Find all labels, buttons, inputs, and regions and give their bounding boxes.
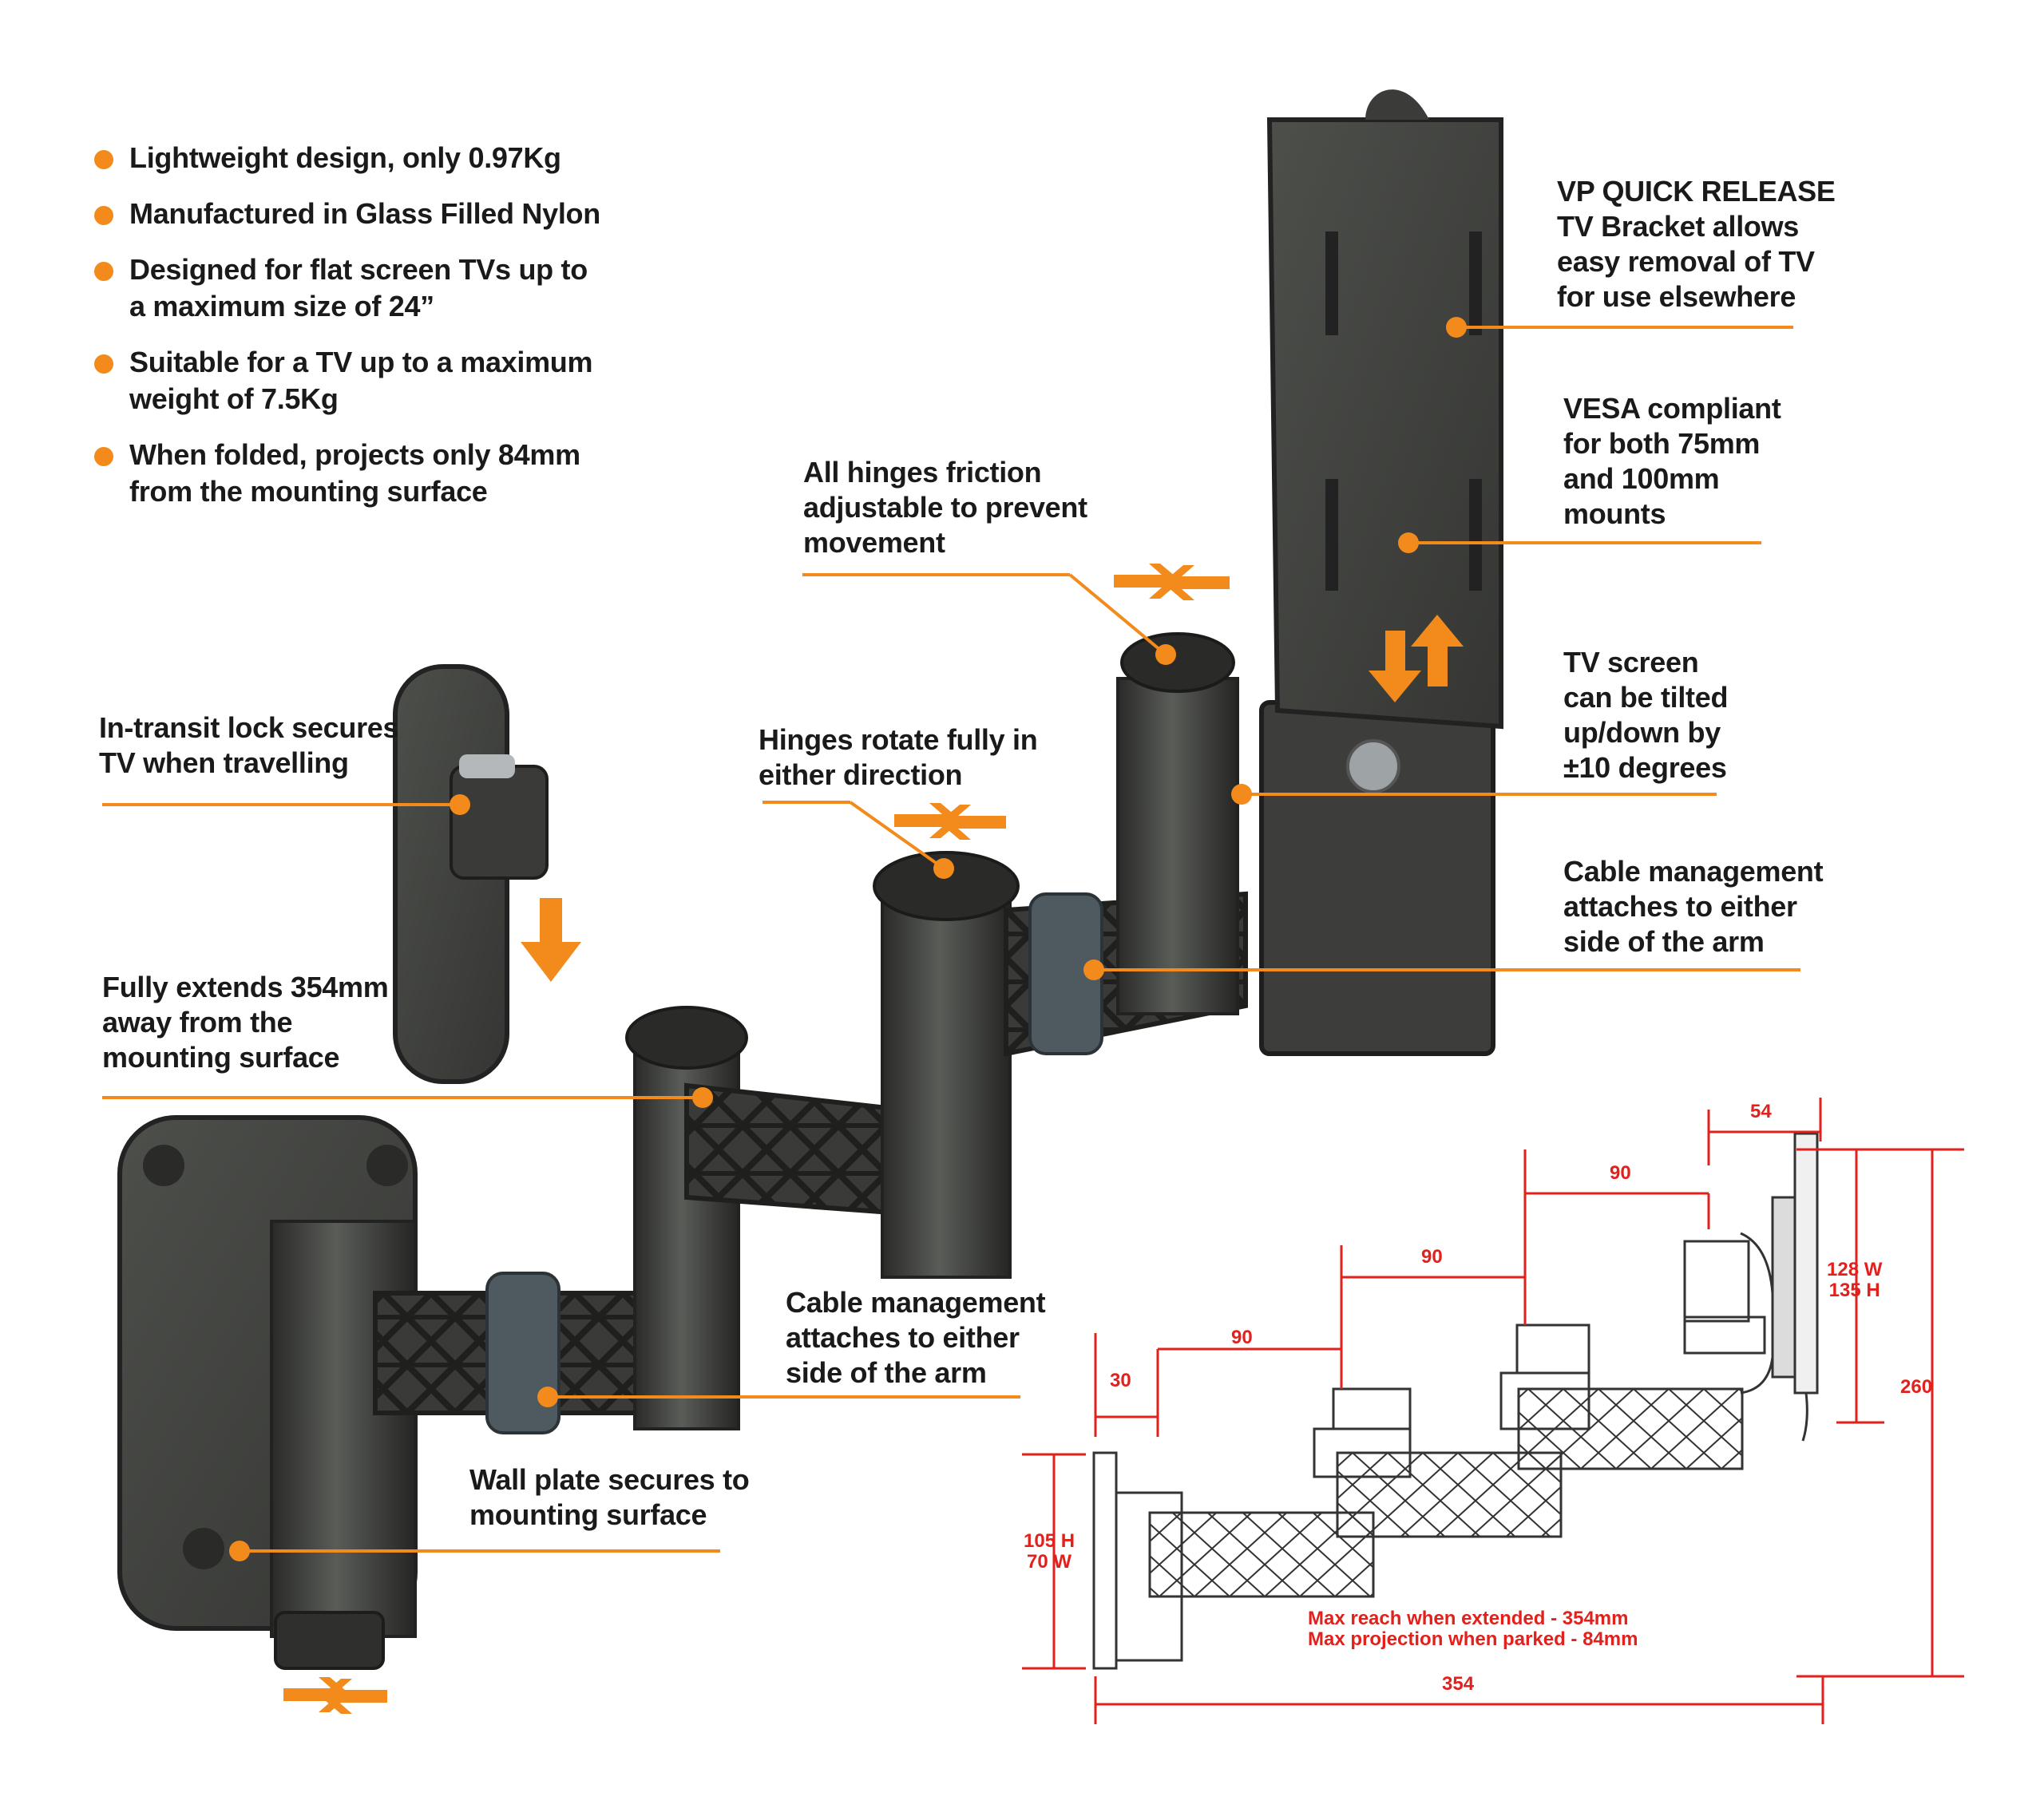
feature-item: Designed for flat screen TVs up to a max… xyxy=(94,251,605,325)
rotate-arrow-icon xyxy=(1114,564,1230,600)
down-arrow-icon xyxy=(521,898,581,982)
callout-hinges-rotate: Hinges rotate fully in either direction xyxy=(759,723,1038,791)
bullet-icon xyxy=(94,262,113,281)
feature-text: Manufactured in Glass Filled Nylon xyxy=(129,197,600,230)
tv-bracket xyxy=(1259,89,1503,1056)
feature-item: When folded, projects only 84mm from the… xyxy=(94,437,605,510)
rotate-arrow-icon xyxy=(894,803,1006,840)
feature-list: Lightweight design, only 0.97Kg Manufact… xyxy=(94,140,605,529)
wall-plate xyxy=(117,1115,418,1670)
dimension-354: 354 xyxy=(1442,1673,1475,1695)
dimension-30: 30 xyxy=(1110,1370,1131,1391)
bullet-icon xyxy=(94,354,113,374)
upper-arm xyxy=(1004,632,1248,1057)
feature-text: Suitable for a TV up to a maximum weight… xyxy=(129,346,593,415)
side-view-drawing xyxy=(1092,1132,1819,1670)
feature-text: Designed for flat screen TVs up to a max… xyxy=(129,253,588,322)
callout-extends: Fully extends 354mm away from the mounti… xyxy=(102,971,389,1074)
bullet-icon xyxy=(94,150,113,169)
callout-wall-plate: Wall plate secures to mounting surface xyxy=(469,1463,750,1531)
dimension-260: 260 xyxy=(1900,1376,1933,1398)
feature-text: Lightweight design, only 0.97Kg xyxy=(129,141,561,174)
drawing-note: Max reach when extended - 354mm Max proj… xyxy=(1308,1608,1638,1650)
dimension-54: 54 xyxy=(1750,1101,1772,1122)
callout-cable-right: Cable management attaches to either side… xyxy=(1563,855,1824,958)
dimension-90-low: 90 xyxy=(1231,1327,1253,1348)
feature-item: Manufactured in Glass Filled Nylon xyxy=(94,196,605,232)
feature-item: Lightweight design, only 0.97Kg xyxy=(94,140,605,176)
dimension-90-mid: 90 xyxy=(1421,1246,1443,1268)
bullet-icon xyxy=(94,206,113,225)
tilt-arrows-icon xyxy=(1369,615,1464,702)
callout-quick-release: VP QUICK RELEASE TV Bracket allows easy … xyxy=(1557,175,1836,313)
callout-vesa: VESA compliant for both 75mm and 100mm m… xyxy=(1563,392,1781,530)
bullet-icon xyxy=(94,447,113,466)
dimension-tv-plate: 128 W 135 H xyxy=(1827,1259,1883,1301)
dimension-lines xyxy=(1022,1098,1964,1724)
rotate-arrow-icon xyxy=(283,1677,387,1714)
transit-lock xyxy=(393,664,549,1084)
dimension-wall-plate: 105 H 70 W xyxy=(1024,1530,1075,1573)
feature-text: When folded, projects only 84mm from the… xyxy=(129,438,580,508)
feature-item: Suitable for a TV up to a maximum weight… xyxy=(94,344,605,417)
dimension-90-top: 90 xyxy=(1610,1162,1631,1184)
callout-transit-lock: In-transit lock secures TV when travelli… xyxy=(99,711,399,779)
middle-arm xyxy=(625,851,1020,1430)
leader-lines xyxy=(102,317,1800,1561)
callout-cable-left: Cable management attaches to either side… xyxy=(786,1286,1046,1389)
callout-hinges-friction: All hinges friction adjustable to preven… xyxy=(803,456,1087,559)
callout-tilt: TV screen can be tilted up/down by ±10 d… xyxy=(1563,646,1729,784)
